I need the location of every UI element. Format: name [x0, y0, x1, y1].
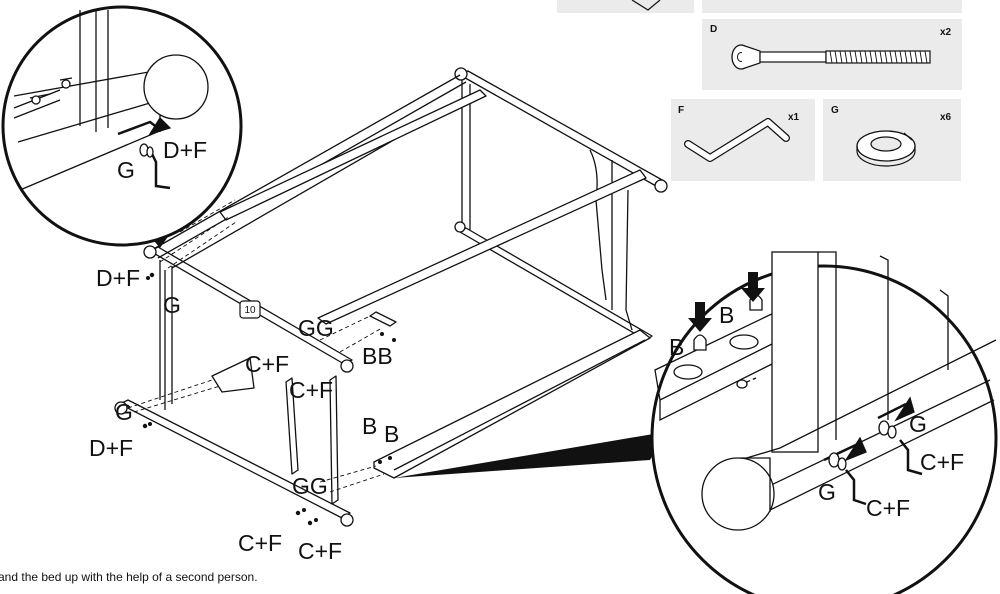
- label-b-up: B: [362, 413, 377, 439]
- label-b-up2: B: [384, 421, 399, 447]
- label-df-lower: D+F: [89, 435, 133, 461]
- zoom-right-label-b1: B: [669, 334, 684, 360]
- label-cf-mid1: C+F: [245, 351, 289, 377]
- step-number: 10: [244, 305, 256, 316]
- zoom-left-label-g: G: [117, 157, 135, 183]
- main-labels: D+F G GG C+F C+F BB G D+F B B GG C+F C+F: [89, 265, 399, 564]
- part-g-letter: G: [831, 105, 839, 116]
- label-df-top: D+F: [96, 265, 140, 291]
- part-f-qty: x1: [788, 112, 800, 123]
- zoom-right-label-b2: B: [719, 302, 734, 328]
- part-g-qty: x6: [940, 112, 952, 123]
- part-d-bolt: D x2: [702, 19, 962, 90]
- label-gg-top: GG: [298, 315, 334, 341]
- part-d-letter: D: [710, 24, 717, 35]
- instruction-caption: and the bed up with the help of a second…: [0, 570, 258, 584]
- label-cf-mid2: C+F: [289, 377, 333, 403]
- zoom-right-label-cf1: C+F: [920, 449, 964, 475]
- label-g-left: G: [163, 292, 181, 318]
- step-number-badge: 10: [239, 300, 261, 319]
- zoom-detail-right: B B G G C+F C+F: [650, 251, 998, 594]
- zoom-right-label-g2: G: [818, 479, 836, 505]
- label-gg-bot: GG: [292, 473, 328, 499]
- zoom-detail-left: G D+F: [1, 5, 243, 248]
- label-cf-bot1: C+F: [238, 530, 282, 556]
- part-d-qty: x2: [940, 27, 952, 38]
- label-g-lower: G: [115, 399, 133, 425]
- zoom-right-label-g1: G: [909, 411, 927, 437]
- label-cf-bot2: C+F: [298, 538, 342, 564]
- zoom-right-label-cf2: C+F: [866, 495, 910, 521]
- label-bb-top: BB: [362, 343, 393, 369]
- part-f-letter: F: [678, 105, 684, 116]
- zoom-pointer: [394, 432, 665, 478]
- arrow-down-icon: [741, 272, 765, 302]
- arrow-down-icon: [688, 302, 712, 332]
- zoom-left-label-df: D+F: [163, 137, 207, 163]
- assembly-guides: [127, 199, 385, 493]
- part-g-washer: G x6: [823, 99, 961, 181]
- small-fasteners: [142, 272, 396, 526]
- part-f-allen-key: F x1: [671, 99, 815, 181]
- parts-panel: D x2 F x1 G x6: [557, 0, 962, 181]
- bed-frame: [114, 67, 668, 527]
